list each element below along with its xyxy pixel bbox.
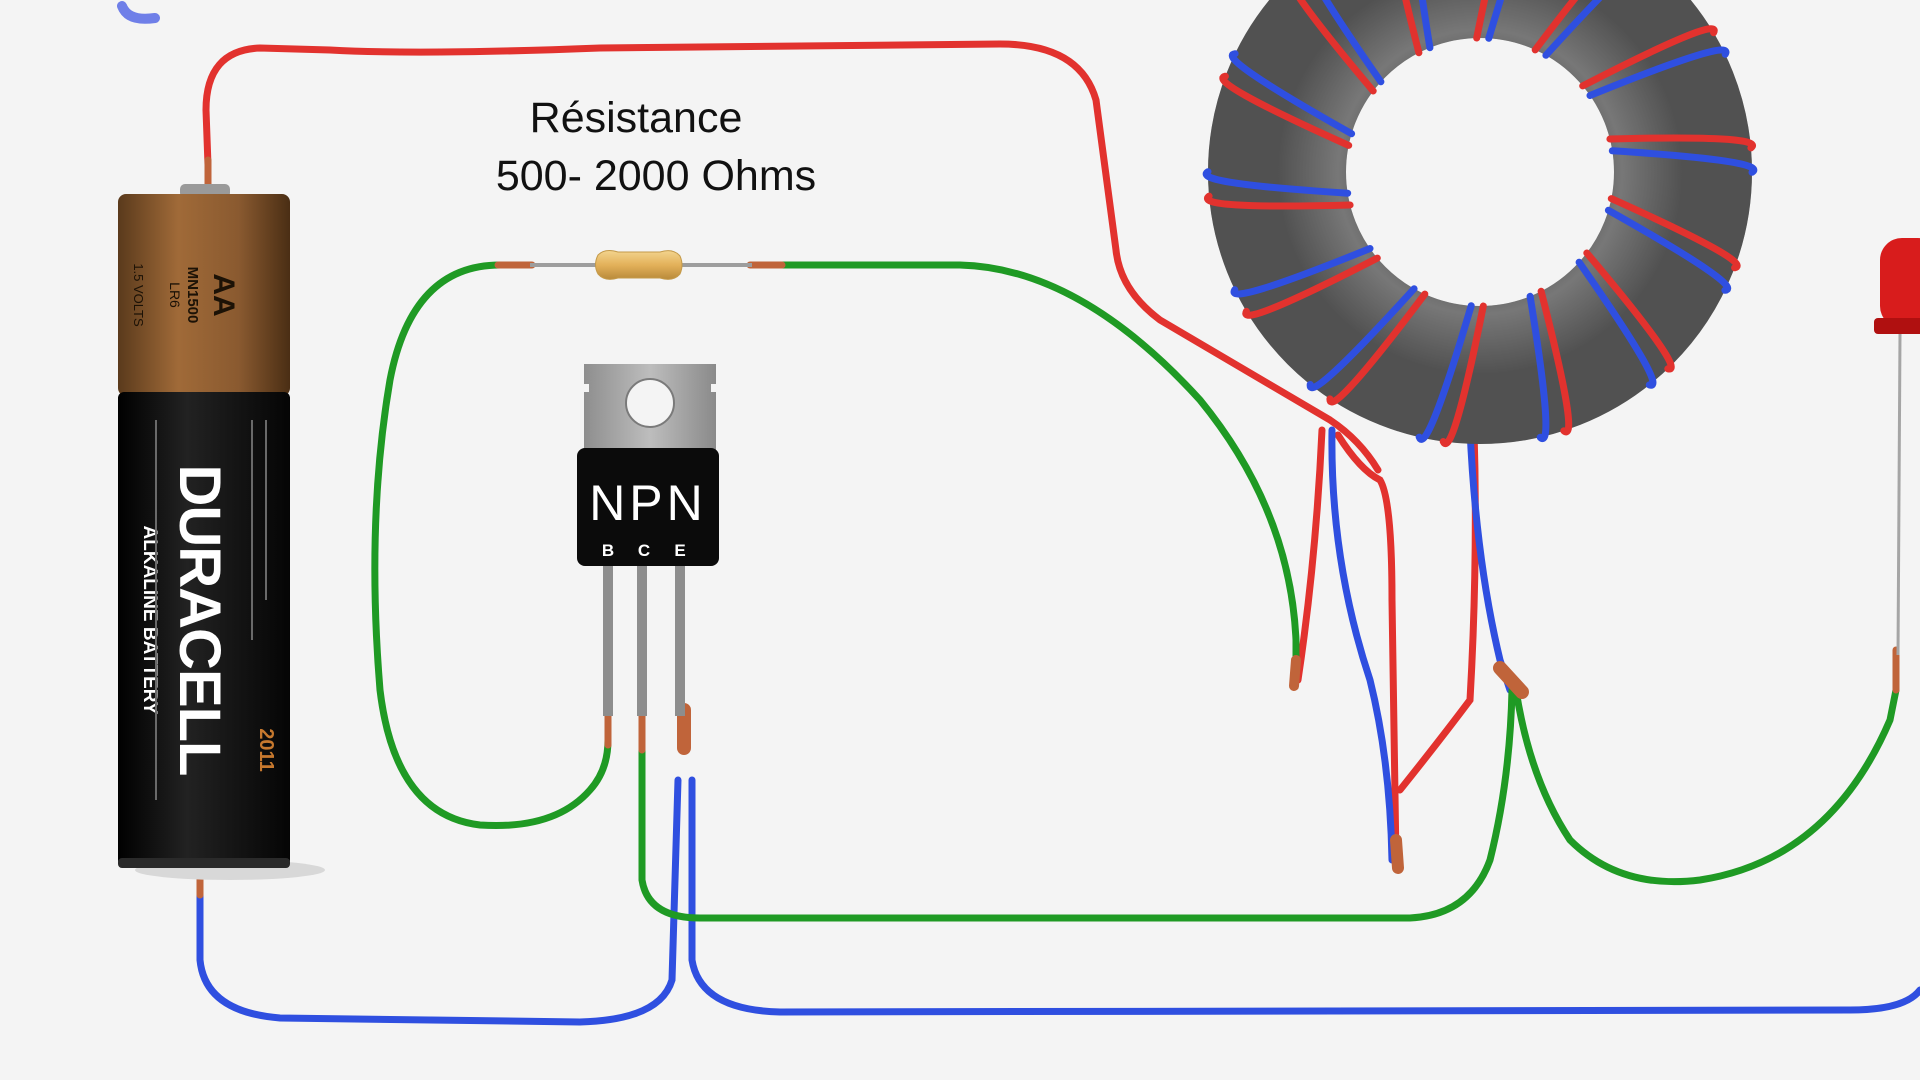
- blue-wire-battery-to-emitter: [196, 776, 682, 1026]
- blue-wire-emitter-to-led: [688, 776, 1920, 1016]
- blue-winding-turn: [1228, 50, 1356, 138]
- resistor-label-line2: 500- 2000 Ohms: [496, 152, 816, 200]
- battery-fine-print: [155, 420, 267, 800]
- battery-iec: LR6: [167, 282, 183, 308]
- led-body: [1880, 238, 1920, 328]
- transistor-legs: [603, 566, 685, 716]
- red-wire-coil-lead-1: [1294, 426, 1326, 684]
- red-winding-turn: [1296, 0, 1377, 95]
- red-winding-turn: [1242, 254, 1381, 319]
- toroid-core-shade: [1208, 0, 1752, 444]
- blue-winding-turn: [1202, 168, 1352, 197]
- transistor-mounting-hole: [625, 378, 675, 428]
- blue-winding-turn: [1415, 302, 1475, 443]
- toroid-core: [1208, 0, 1752, 444]
- green-wire-collector-to-coil: [638, 686, 1516, 922]
- copper-end-coil-green: [1289, 655, 1301, 691]
- red-wire-battery-to-coil: [202, 40, 1382, 474]
- red-winding-turn: [1537, 287, 1573, 436]
- green-wires: [371, 261, 1900, 922]
- transistor-pin-b-label: B: [602, 541, 614, 560]
- toroid-windings: [1202, 0, 1758, 447]
- copper-wire-ends: [196, 156, 1900, 899]
- green-wire-resistor-to-coil: [776, 261, 1300, 669]
- copper-end-coil-junction: [1493, 661, 1529, 699]
- battery-brand: DURACELL: [167, 465, 232, 776]
- transistor-pin-e-label: E: [674, 541, 685, 560]
- blue-winding-turn: [1542, 0, 1603, 59]
- battery-black-labels: DURACELL ALKALINE BATTERY 2011: [139, 465, 277, 776]
- led-lead: [1896, 333, 1902, 656]
- battery-copper-top: [118, 194, 290, 396]
- blue-winding-turn: [1608, 147, 1758, 176]
- red-winding-turn: [1583, 249, 1675, 373]
- blue-winding-turn: [1230, 245, 1374, 298]
- red-winding-turn: [1402, 0, 1423, 57]
- red-winding-turn: [1326, 290, 1429, 406]
- green-wire-base-loop: [371, 261, 612, 830]
- red-winding-turn: [1579, 25, 1718, 90]
- resistor-label-line1: Résistance: [530, 94, 743, 142]
- battery-type: ALKALINE BATTERY: [139, 526, 160, 715]
- resistor-body: [595, 250, 683, 280]
- transistor-pin-c-label: C: [638, 541, 650, 560]
- npn-transistor: NPN B C E: [577, 364, 719, 716]
- led: [1874, 238, 1920, 656]
- blue-winding-turn: [1575, 258, 1657, 389]
- battery-size: AA: [207, 273, 240, 316]
- transistor-type-label: NPN: [589, 475, 707, 531]
- blue-winding-turn: [1306, 285, 1418, 392]
- red-winding-turn: [1439, 302, 1487, 447]
- battery-year: 2011: [255, 728, 277, 771]
- blue-winding-turn: [1526, 292, 1550, 443]
- red-wire-coil-lead-3: [1396, 426, 1479, 794]
- battery: AA MN1500 LR6 1.5 VOLTS DURACELL ALKALIN…: [118, 184, 325, 880]
- blue-winding-turn: [1604, 206, 1732, 294]
- blue-winding-turn: [1322, 0, 1385, 86]
- red-winding-turn: [1473, 0, 1489, 42]
- transistor-leg-base: [603, 566, 613, 716]
- battery-model: MN1500: [184, 267, 201, 324]
- blue-winding-turn: [1586, 46, 1730, 99]
- resistor: Résistance 500- 2000 Ohms: [496, 94, 816, 280]
- green-wire-coil-to-led: [1512, 686, 1900, 886]
- transistor-leg-collector: [637, 566, 647, 716]
- red-winding-turn: [1606, 134, 1756, 152]
- battery-black-body: [118, 392, 290, 866]
- red-winding-turn: [1607, 195, 1741, 272]
- transistor-leg-emitter: [675, 566, 685, 716]
- transistor-body: [577, 448, 719, 566]
- blue-winding-turn: [1418, 0, 1434, 52]
- battery-bottom-cap: [118, 858, 290, 868]
- blue-winding-turn: [1485, 0, 1505, 42]
- toroid-coil: [1202, 0, 1758, 447]
- red-wire-coil-lead-2: [1334, 431, 1400, 864]
- copper-end-coil-bundle: [1390, 834, 1404, 874]
- blue-wires: [196, 426, 1920, 1026]
- battery-copper-labels: AA MN1500 LR6 1.5 VOLTS: [131, 263, 240, 327]
- red-winding-turn: [1219, 72, 1353, 149]
- red-winding-turn: [1204, 192, 1354, 210]
- blue-wire-coil-lead-2: [1466, 426, 1514, 694]
- logo-fragment: [117, 1, 160, 24]
- battery-voltage: 1.5 VOLTS: [131, 263, 146, 327]
- red-winding-turn: [1531, 0, 1579, 54]
- led-rim: [1874, 318, 1920, 334]
- blue-wire-coil-lead-1: [1328, 426, 1396, 864]
